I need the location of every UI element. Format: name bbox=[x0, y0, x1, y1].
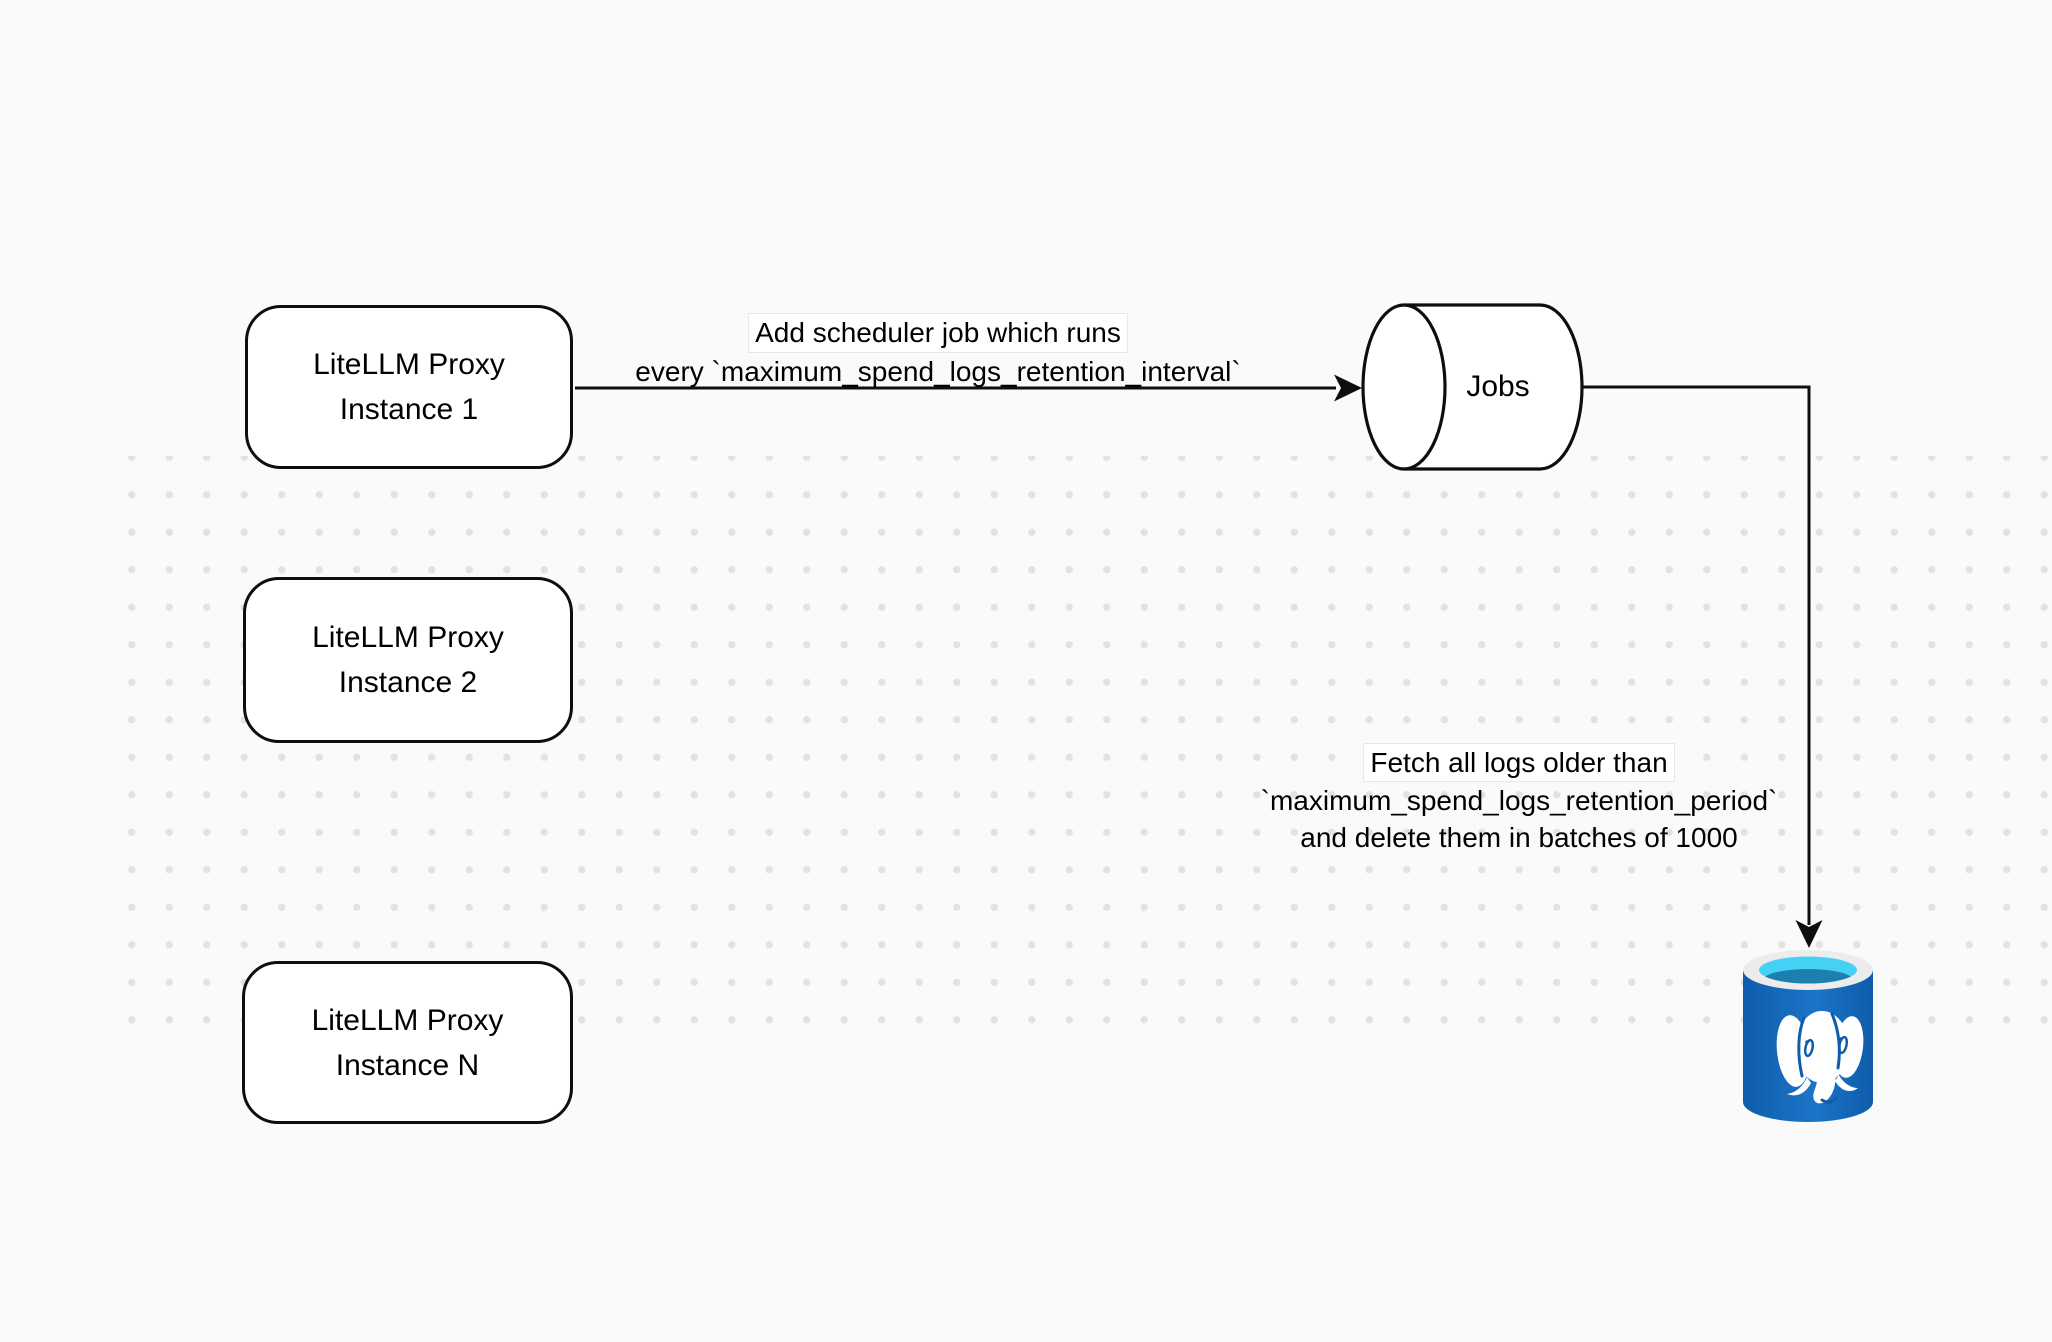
node-label-line: LiteLLM Proxy bbox=[313, 348, 505, 381]
jobs-cylinder-body bbox=[1404, 303, 1584, 471]
edge-fetch-line bbox=[1583, 385, 1811, 925]
node-litellm-proxy-instance-1: LiteLLM Proxy Instance 1 bbox=[245, 305, 573, 469]
edge-scheduler-arrowhead bbox=[1334, 374, 1362, 402]
jobs-node-label: Jobs bbox=[1466, 370, 1530, 403]
jobs-cylinder-face bbox=[1361, 303, 1447, 471]
edge-fetch-arrowhead bbox=[1795, 920, 1823, 948]
edge-label-line: and delete them in batches of 1000 bbox=[1300, 822, 1738, 853]
edge-label-scheduler: Add scheduler job which runs every `maxi… bbox=[613, 313, 1263, 391]
edge-label-fetch-delete: Fetch all logs older than `maximum_spend… bbox=[1236, 743, 1802, 856]
node-label-line: LiteLLM Proxy bbox=[311, 1003, 504, 1037]
postgresql-database-icon bbox=[1743, 950, 1873, 1122]
edge-label-line: every `maximum_spend_logs_retention_inte… bbox=[635, 356, 1241, 387]
edge-label-line: Add scheduler job which runs bbox=[748, 313, 1128, 353]
node-litellm-proxy-instance-n: LiteLLM Proxy Instance N bbox=[242, 961, 573, 1124]
node-label-line: LiteLLM Proxy bbox=[312, 621, 504, 654]
jobs-cylinder bbox=[1361, 303, 1584, 471]
node-litellm-proxy-instance-2: LiteLLM Proxy Instance 2 bbox=[243, 577, 573, 743]
dot-grid-background bbox=[110, 456, 2052, 1052]
node-label-line: Instance N bbox=[335, 1048, 480, 1082]
pg-liquid bbox=[1759, 956, 1857, 984]
pg-elephant-icon bbox=[1776, 1011, 1864, 1104]
node-label-line: Instance 2 bbox=[338, 666, 478, 699]
edge-label-line: `maximum_spend_logs_retention_period` bbox=[1260, 785, 1778, 816]
node-label-line: Instance 1 bbox=[339, 393, 479, 426]
edge-label-line: Fetch all logs older than bbox=[1363, 743, 1675, 782]
